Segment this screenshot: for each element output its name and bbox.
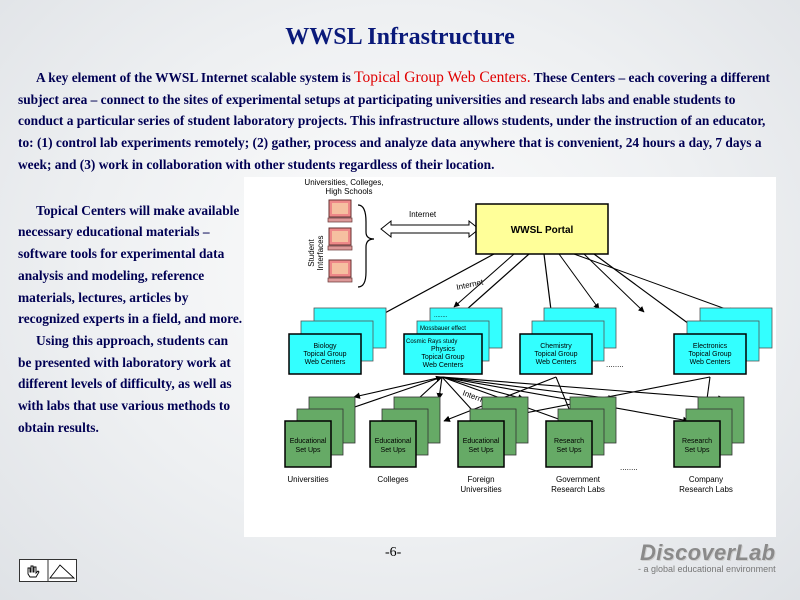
center-2-l3: Web Centers xyxy=(423,362,464,369)
cosmic-label: Cosmic Rays study xyxy=(406,339,457,345)
student-label-2: Interfaces xyxy=(316,235,325,270)
mossbauer-label: Mossbauer effect xyxy=(420,326,466,332)
top-label-1: Universities, Colleges, xyxy=(304,178,383,187)
setup-4-caption-1: Government xyxy=(556,475,601,484)
center-2-l2: Topical Group xyxy=(421,354,464,361)
internet-mid-label: Internet xyxy=(456,277,485,292)
dots-label: ........ xyxy=(434,313,448,319)
intro-before: A key element of the WWSL Internet scala… xyxy=(36,70,355,85)
setup-2-caption: Colleges xyxy=(377,475,408,484)
logo-tagline: - a global educational environment xyxy=(638,564,776,574)
setup-3-l1: Educational xyxy=(463,438,500,445)
setup-stack-5 xyxy=(673,396,745,468)
center-1-l2: Topical Group xyxy=(303,351,346,358)
center-4-l2: Topical Group xyxy=(688,351,731,358)
diagram-svg: Universities, Colleges, High Schools Stu… xyxy=(284,178,773,494)
center-4-l1: Electronics xyxy=(693,343,728,350)
center-2-l1: Physics xyxy=(431,346,456,353)
setup-stack-2 xyxy=(369,396,441,468)
setup-1-l2: Set Ups xyxy=(296,447,321,454)
intro-after: These Centers – each covering a differen… xyxy=(18,70,770,172)
brace-shape xyxy=(357,204,375,288)
topical-centers-paragraph: Topical Centers will make available nece… xyxy=(18,202,243,327)
physics-center xyxy=(403,307,503,375)
setup-stack-1 xyxy=(284,396,356,468)
portal-label: WWSL Portal xyxy=(511,225,574,236)
intro-highlight: Topical Group Web Centers. xyxy=(354,69,531,86)
logo-name: DiscoverLab xyxy=(640,540,776,565)
setup-5-caption-1: Company xyxy=(689,475,723,484)
setup-5-caption-2: Research Labs xyxy=(679,485,733,494)
setup-4-l2: Set Ups xyxy=(557,447,582,454)
setup-4-caption-2: Research Labs xyxy=(551,485,605,494)
dots-low: ........ xyxy=(620,463,638,472)
dots-mid: ........ xyxy=(606,360,624,369)
internet-top-label: Internet xyxy=(409,210,437,219)
slide-title: WWSL Infrastructure xyxy=(285,24,515,50)
biology-center xyxy=(288,307,387,375)
center-3-l1: Chemistry xyxy=(540,343,572,350)
internet-arrow xyxy=(380,219,480,239)
intro-paragraph: A key element of the WWSL Internet scala… xyxy=(18,67,778,176)
center-4-l3: Web Centers xyxy=(690,359,731,366)
center-1-l1: Biology xyxy=(314,343,337,350)
computer-icon xyxy=(327,199,353,283)
slide-nav-control[interactable] xyxy=(19,559,77,582)
setup-5-l2: Set Ups xyxy=(685,447,710,454)
setup-stack-3 xyxy=(457,396,529,468)
setup-3-caption-1: Foreign xyxy=(467,475,494,484)
setup-4-l1: Research xyxy=(554,438,584,445)
setup-1-caption: Universities xyxy=(287,475,328,484)
portal-box xyxy=(475,203,609,255)
setup-3-l2: Set Ups xyxy=(469,447,494,454)
setup-1-l1: Educational xyxy=(290,438,327,445)
setup-2-l2: Set Ups xyxy=(381,447,406,454)
approach-paragraph: Using this approach, students can be pre… xyxy=(18,332,232,435)
hand-pointer-icon[interactable] xyxy=(27,565,40,578)
side-text: Topical Centers will make available nece… xyxy=(18,178,243,438)
center-3-l2: Topical Group xyxy=(534,351,577,358)
setup-2-l1: Educational xyxy=(375,438,412,445)
center-1-l3: Web Centers xyxy=(305,359,346,366)
triangle-menu-icon[interactable] xyxy=(49,564,76,579)
top-label-2: High Schools xyxy=(325,187,372,196)
setup-stack-4 xyxy=(545,396,617,468)
electronics-center xyxy=(673,307,773,375)
setup-3-caption-2: Universities xyxy=(460,485,501,494)
setup-5-l1: Research xyxy=(682,438,712,445)
nav-icons xyxy=(27,560,76,581)
center-3-l3: Web Centers xyxy=(536,359,577,366)
chemistry-center xyxy=(519,307,617,375)
student-label-1: Student xyxy=(307,238,316,266)
discoverlab-logo: DiscoverLab - a global educational envir… xyxy=(636,540,786,578)
page-number: -6- xyxy=(385,545,402,560)
infrastructure-diagram: Universities, Colleges, High Schools Stu… xyxy=(244,177,776,537)
